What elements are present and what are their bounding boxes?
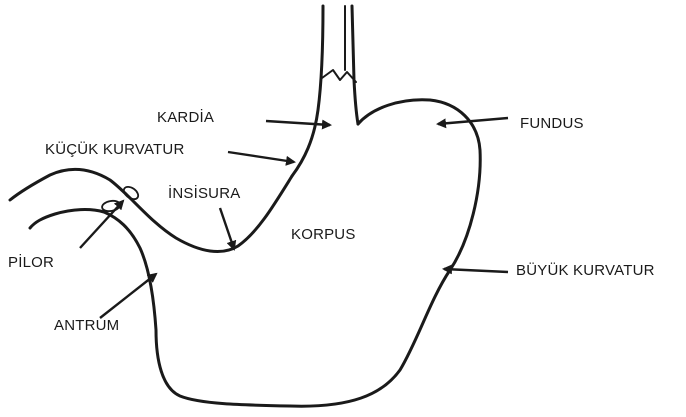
duodenum-lower-line	[30, 210, 104, 228]
buyuk-kurvatur-arrow	[444, 269, 508, 272]
antrum-label: ANTRUM	[54, 317, 119, 334]
lesser-curvature-line	[10, 169, 292, 251]
kardia-arrow	[266, 121, 330, 125]
esophagus-left-wall	[292, 6, 323, 176]
insisura-label: İNSİSURA	[168, 185, 240, 202]
korpus-label: KORPUS	[291, 226, 356, 243]
fundus-arrow	[438, 118, 508, 124]
insisura-arrow	[220, 208, 234, 249]
fundus-label: FUNDUS	[520, 115, 584, 132]
pylorus-sphincter-upper	[122, 184, 141, 201]
kucuk-kurvatur-label: KÜÇÜK KURVATUR	[45, 141, 185, 158]
esophagus-right-wall	[352, 6, 358, 124]
kucuk-kurvatur-arrow	[228, 152, 294, 162]
pilor-label: PİLOR	[8, 254, 54, 271]
z-line	[322, 70, 356, 82]
antrum-arrow	[100, 274, 156, 318]
kardia-label: KARDİA	[157, 109, 214, 126]
buyuk-kurvatur-label: BÜYÜK KURVATUR	[516, 262, 655, 279]
